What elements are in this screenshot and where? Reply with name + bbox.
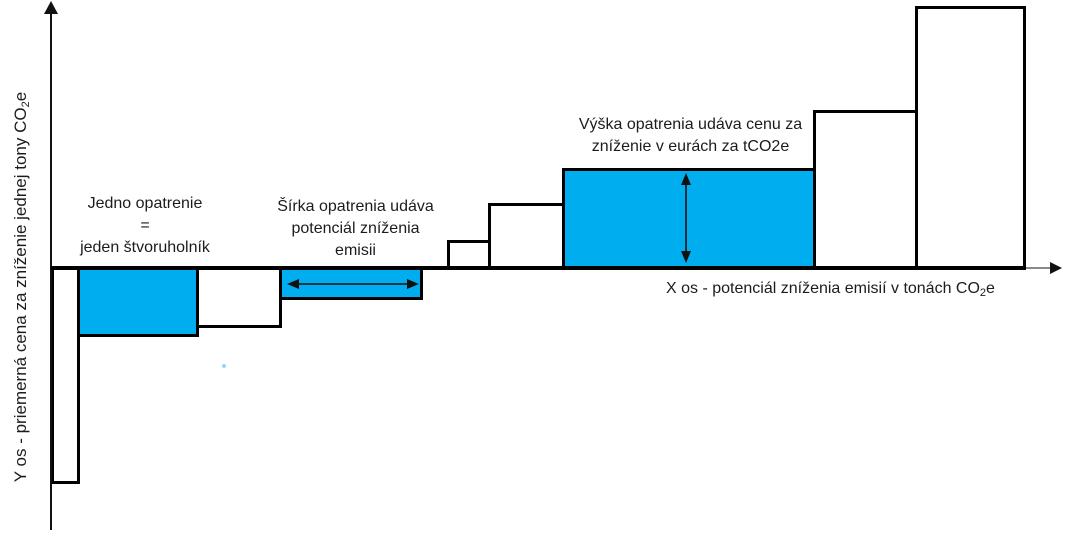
annotation-single-measure: Jedno opatrenie = jeden štvoruholník (60, 193, 230, 259)
x-axis-label-subscript: 2 (979, 287, 987, 299)
bar-8-above-white (813, 110, 918, 270)
annotation-single-measure-line1: Jedno opatrenie (87, 195, 203, 212)
x-axis-extension-line (1026, 267, 1052, 269)
x-axis-line (51, 266, 1026, 270)
width-double-arrow-icon (287, 279, 419, 289)
annotation-width-explanation: Šírka opatrenia udáva potenciál zníženia… (268, 196, 443, 262)
bar-9-above-white (915, 6, 1026, 270)
bar-1-below-white (51, 266, 80, 484)
bar-6-above-white (488, 203, 565, 270)
annotation-width-line3: emisii (335, 242, 376, 259)
right-arrow-icon (1050, 262, 1062, 274)
height-double-arrow-icon (681, 173, 691, 263)
x-axis-label-suffix: e (986, 280, 995, 297)
y-axis-label-suffix: e (11, 91, 30, 102)
annotation-height-line2: zníženie v eurách za tCO2e (591, 138, 790, 155)
x-axis-label-text: X os - potenciál zníženia emisií v tonác… (666, 280, 980, 297)
up-arrow-icon (44, 1, 58, 14)
stray-dot (222, 364, 226, 368)
annotation-height-explanation: Výška opatrenia udáva cenu za zníženie v… (553, 114, 828, 158)
y-axis-label-subscript: 2 (20, 101, 32, 108)
annotation-single-measure-line3: jeden štvoruholník (80, 239, 210, 256)
bar-2-below-cyan (77, 266, 199, 337)
annotation-height-line1: Výška opatrenia udáva cenu za (578, 116, 803, 133)
y-axis-label-text: Y os - priemerná cena za zníženie jednej… (11, 107, 30, 483)
annotation-width-line2: potenciál zníženia (291, 220, 420, 237)
x-axis-label: X os - potenciál zníženia emisií v tonác… (666, 280, 995, 299)
bar-3-below-white (196, 266, 282, 328)
annotation-width-line1: Šírka opatrenia udáva (277, 198, 434, 215)
y-axis-label: Y os - priemerná cena za zníženie jednej… (11, 27, 33, 537)
annotation-single-measure-line2: = (140, 217, 150, 234)
